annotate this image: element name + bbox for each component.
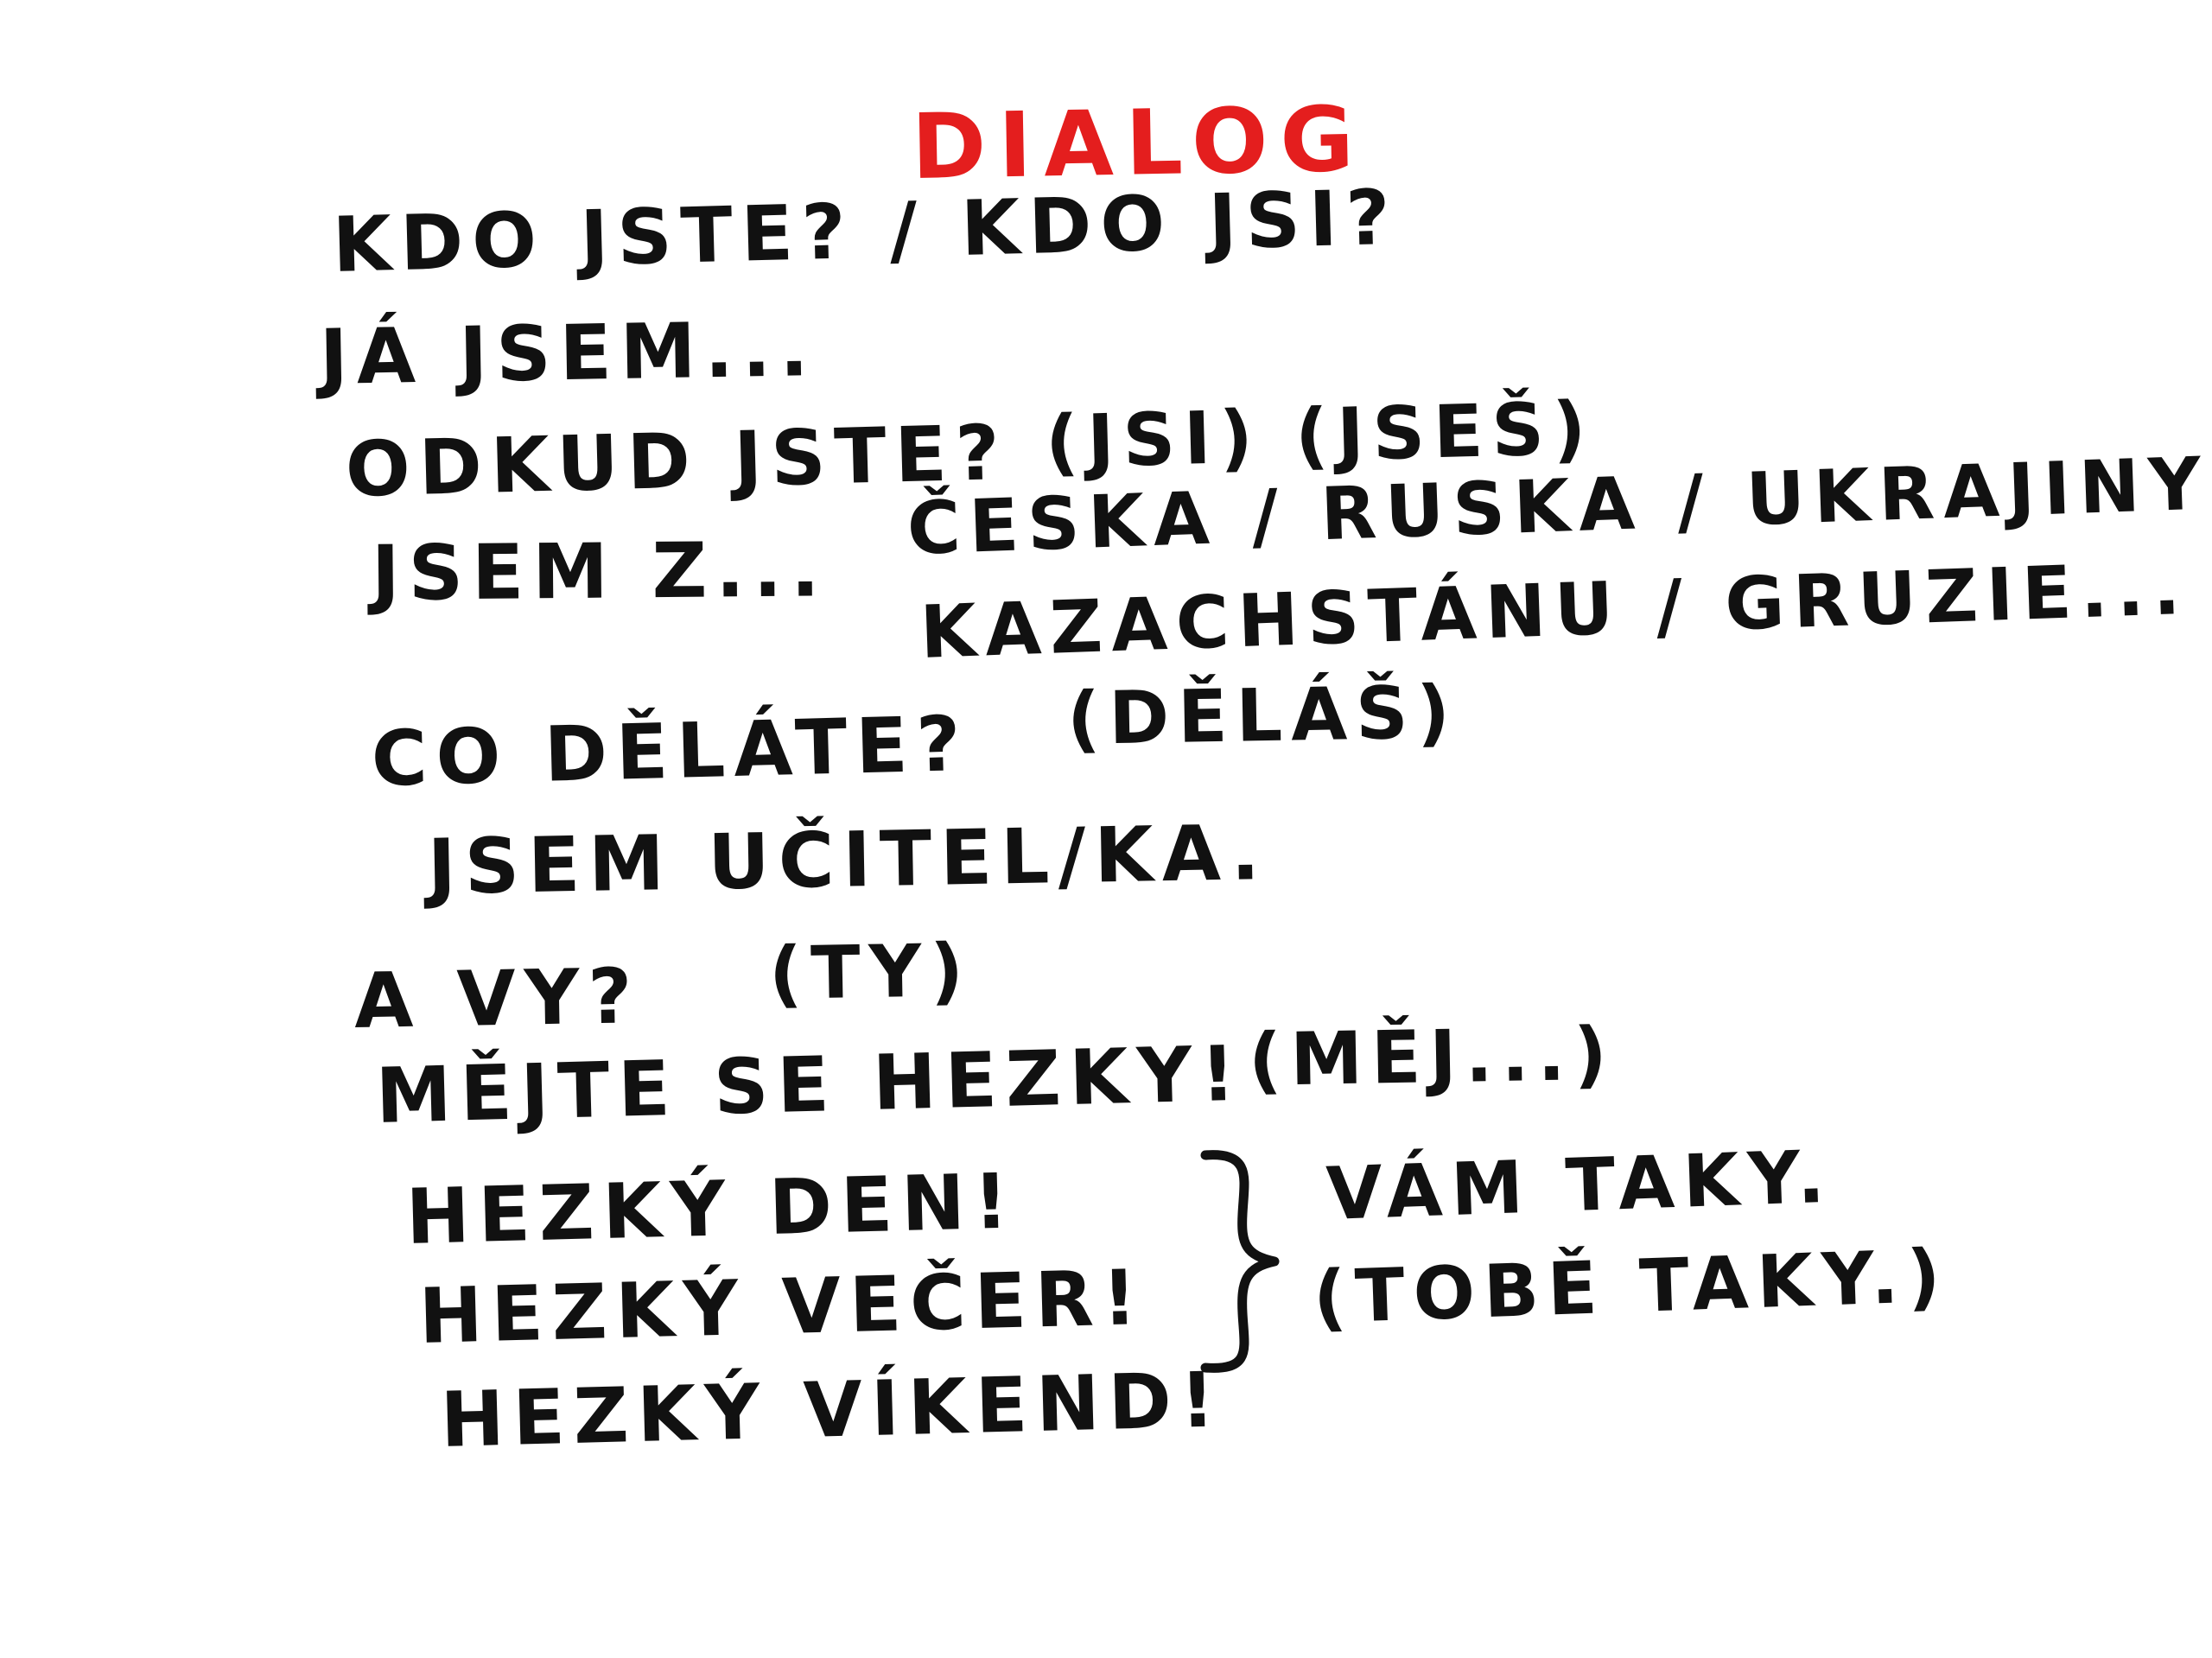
- line-kdo-jste: KDO JSTE? / KDO JSI?: [331, 172, 1400, 289]
- line-hezky-vecer: HEZKÝ VEČER!: [417, 1253, 1147, 1361]
- curly-brace-icon: [1200, 1150, 1280, 1373]
- line-co-delate: CO DĚLÁTE?: [370, 698, 970, 804]
- reply-tobe-taky: (TOBĚ TAKY.): [1312, 1233, 1951, 1340]
- line-jsem-ucitel: JSEM UČITEL/KA.: [427, 808, 1269, 912]
- line-countries-2: KAZACHSTÁNU / GRUZIE...: [918, 545, 2190, 675]
- line-a-vy-alt: (TY): [768, 927, 973, 1016]
- reply-vam-taky: VÁM TAKY.: [1325, 1134, 1835, 1236]
- line-co-delate-alt: (DĚLÁŠ): [1066, 670, 1459, 761]
- line-mejte-se-alt: (MĚJ...): [1248, 1011, 1617, 1102]
- line-hezky-vikend: HEZKÝ VÍKEND!: [439, 1355, 1225, 1464]
- line-a-vy: A VY?: [353, 951, 642, 1045]
- line-hezky-den: HEZKÝ DEN!: [404, 1156, 1019, 1261]
- line-ja-jsem: JÁ JSEM...: [319, 303, 818, 402]
- line-mejte-se: MĚJTE SE HEZKY!: [374, 1028, 1245, 1140]
- line-jsem-z: JSEM Z...: [371, 524, 829, 618]
